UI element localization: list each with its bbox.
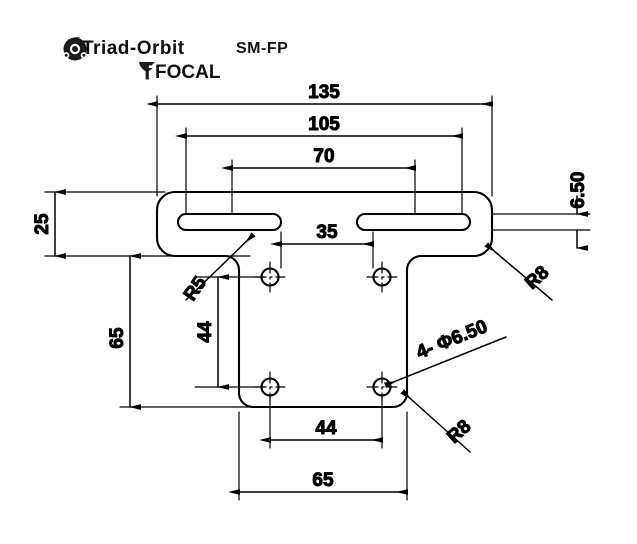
dimension-slot-centers: 35	[270, 222, 374, 247]
dimension-hole-horizontal-pitch-value: 44	[315, 418, 337, 439]
dimension-flange-height: 25	[32, 189, 66, 259]
dimension-slot-inner-span-value: 70	[313, 146, 334, 167]
dimension-hole-vertical-pitch-value: 44	[195, 321, 216, 343]
leader-corner-radius-bottom: R8	[400, 389, 476, 453]
triad-orbit-logo-icon	[63, 37, 87, 61]
model-title: SM-FP	[236, 40, 289, 57]
leader-corner-radius-right: R8	[484, 242, 554, 301]
leader-hole-callout-value: 4- Φ6.50	[413, 316, 490, 363]
dimension-body-height: 65	[107, 253, 141, 410]
dimension-body-height-value: 65	[107, 327, 128, 349]
dimension-hole-horizontal-pitch: 44	[259, 418, 383, 443]
focal-flame-icon	[139, 62, 155, 80]
dimension-overall-width: 135	[146, 82, 493, 107]
slot-right	[356, 212, 471, 232]
hole-top-right	[366, 261, 398, 293]
dimension-body-width: 65	[228, 470, 408, 495]
dimension-slot-centers-value: 35	[316, 222, 338, 243]
leader-corner-radius-bottom-value: R8	[443, 416, 475, 448]
leader-hole-callout: 4- Φ6.50	[383, 316, 507, 389]
dimension-slot-width-value: 6.50	[568, 172, 589, 209]
dimension-hole-vertical-pitch: 44	[195, 274, 229, 390]
dimension-flange-height-value: 25	[32, 213, 53, 235]
dimension-slot-inner-span: 70	[221, 146, 416, 171]
dimension-slot-outer-span-value: 105	[308, 114, 340, 135]
partner-brand-title: FOCAL	[155, 62, 221, 83]
dimension-slot-outer-span: 105	[175, 114, 463, 139]
dimension-overall-width-value: 135	[308, 82, 340, 103]
leader-corner-radius-right-value: R8	[521, 262, 553, 294]
dimension-slot-width: 6.50	[568, 171, 590, 251]
slot-left	[177, 212, 282, 232]
brand-title: Triad-Orbit	[82, 38, 185, 59]
dimension-body-width-value: 65	[312, 470, 334, 491]
leader-corner-radius-small: R5	[179, 232, 256, 305]
